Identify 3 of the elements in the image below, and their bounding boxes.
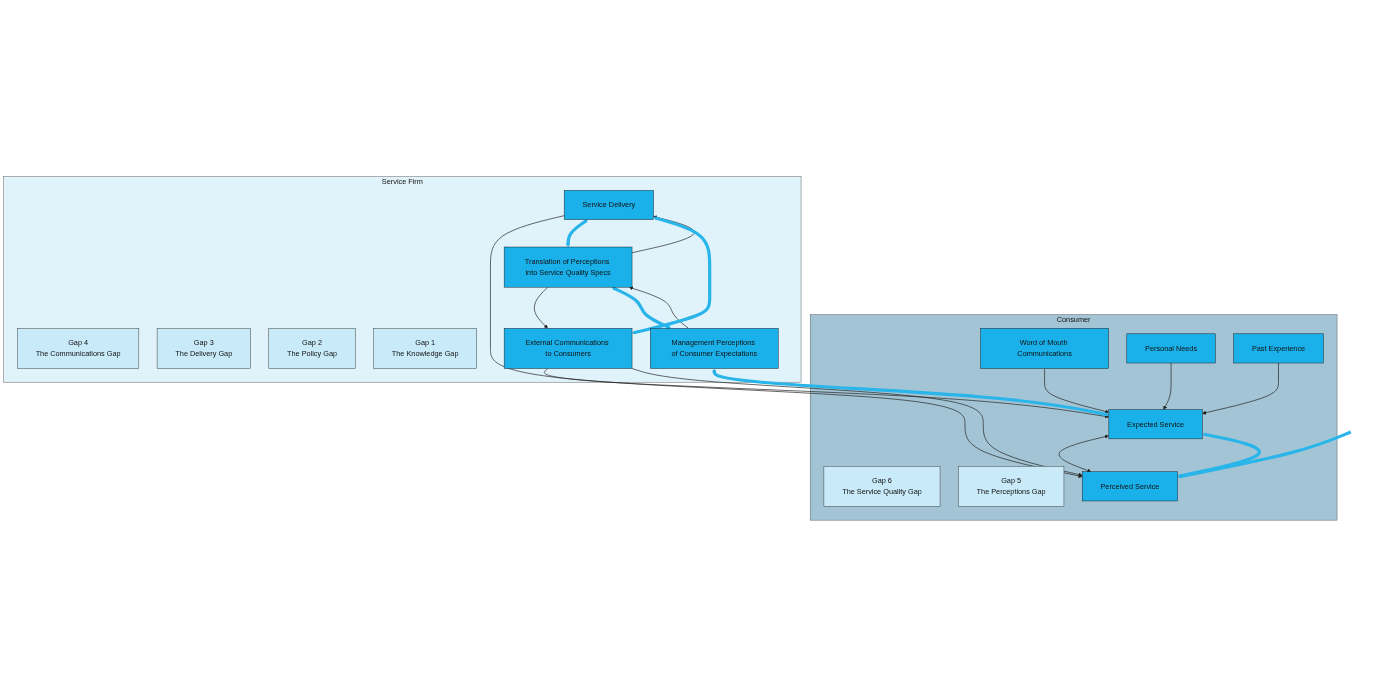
arrow (566, 218, 588, 247)
arrow (611, 286, 671, 329)
arrow (1177, 430, 1352, 478)
